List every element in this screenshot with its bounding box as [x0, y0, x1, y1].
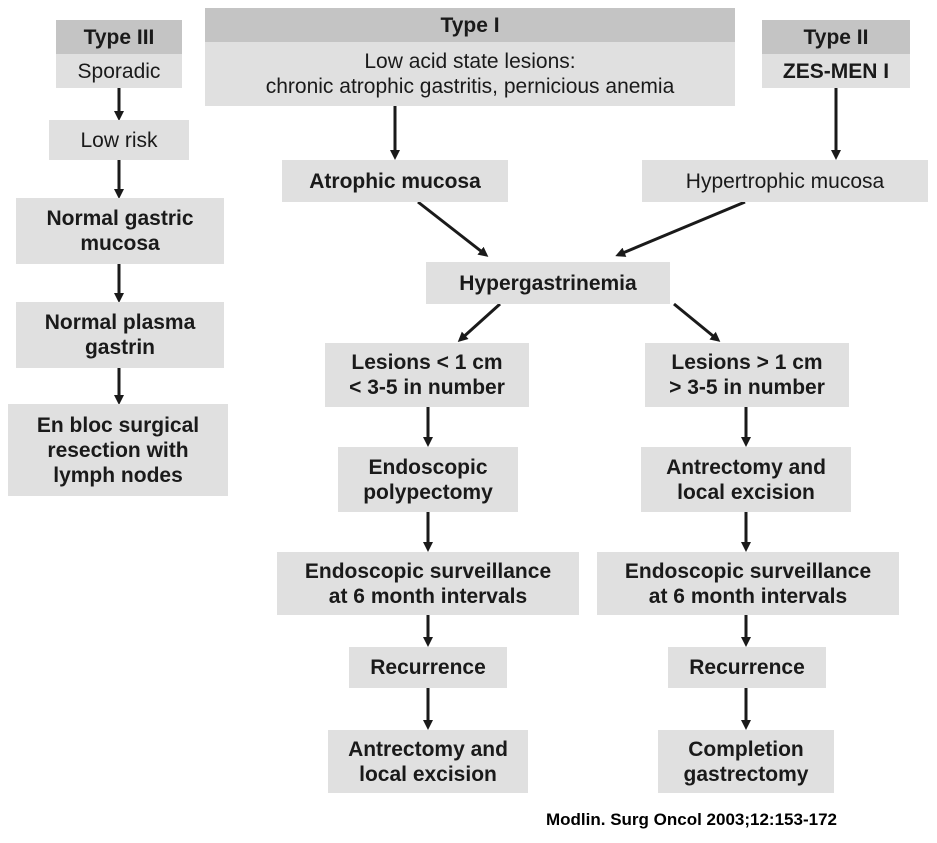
right-final-box: Completion gastrectomy [658, 730, 834, 793]
right-recurrence-box: Recurrence [668, 647, 826, 688]
en-bloc-line2: resection with [47, 438, 189, 462]
type1-description-box: Low acid state lesions: chronic atrophic… [205, 42, 735, 106]
right-recurrence-label: Recurrence [689, 656, 805, 679]
left-recurrence-box: Recurrence [349, 647, 507, 688]
low-risk-label: Low risk [80, 128, 158, 152]
type1-subtitle-line2: chronic atrophic gastritis, pernicious a… [265, 75, 675, 98]
right-antrectomy-line1: Antrectomy and [666, 455, 826, 479]
polypectomy-box: Endoscopic polypectomy [338, 447, 518, 512]
hypertrophic-mucosa-box: Hypertrophic mucosa [642, 160, 928, 202]
type3-subtitle: Sporadic [77, 59, 161, 83]
atrophic-mucosa-box: Atrophic mucosa [282, 160, 508, 202]
normal-plasma-gastrin-line2: gastrin [84, 336, 155, 359]
arrow-atrophic-to-hypergastrinemia [417, 200, 489, 257]
right-surveillance-box: Endoscopic surveillance at 6 month inter… [597, 552, 899, 615]
normal-gastric-mucosa-box: Normal gastric mucosa [16, 198, 224, 264]
type2-header: Type II [762, 20, 910, 54]
right-final-line1: Completion [688, 737, 804, 761]
type3-title: Type III [83, 25, 155, 49]
arrow-hypertrophic-to-hypergastrinemia [615, 200, 746, 257]
lesions-small-box: Lesions < 1 cm < 3-5 in number [325, 343, 529, 407]
lesions-small-line2: < 3-5 in number [349, 376, 505, 399]
type3-sporadic-box: Sporadic [56, 54, 182, 88]
left-recurrence-label: Recurrence [370, 656, 486, 679]
left-surveillance-line1: Endoscopic surveillance [304, 559, 552, 583]
left-final-box: Antrectomy and local excision [328, 730, 528, 793]
type2-zes-box: ZES-MEN I [762, 54, 910, 88]
arrow-hyper-to-lesions-small [457, 302, 502, 343]
normal-gastric-mucosa-line1: Normal gastric [46, 207, 194, 230]
normal-gastric-mucosa-line2: mucosa [80, 232, 160, 255]
hypergastrinemia-box: Hypergastrinemia [426, 262, 670, 304]
type1-title: Type I [440, 13, 500, 37]
left-surveillance-line2: at 6 month intervals [328, 584, 528, 608]
lesions-small-line1: Lesions < 1 cm [351, 351, 503, 374]
hypertrophic-mucosa-label: Hypertrophic mucosa [685, 169, 885, 193]
type3-header: Type III [56, 20, 182, 54]
left-final-line1: Antrectomy and [348, 737, 508, 761]
arrow-hyper-to-lesions-large [673, 302, 721, 342]
hypergastrinemia-label: Hypergastrinemia [459, 271, 637, 295]
en-bloc-line1: En bloc surgical [36, 413, 200, 437]
type1-header: Type I [205, 8, 735, 42]
type1-subtitle-line1: Low acid state lesions: [364, 50, 576, 73]
normal-plasma-gastrin-line1: Normal plasma [44, 311, 196, 334]
right-final-line2: gastrectomy [683, 762, 809, 786]
type2-title: Type II [803, 25, 869, 49]
lesions-large-line1: Lesions > 1 cm [671, 351, 823, 374]
left-surveillance-box: Endoscopic surveillance at 6 month inter… [277, 552, 579, 615]
en-bloc-resection-box: En bloc surgical resection with lymph no… [8, 404, 228, 496]
en-bloc-line3: lymph nodes [53, 463, 183, 487]
type2-subtitle: ZES-MEN I [782, 59, 890, 83]
right-surveillance-line2: at 6 month intervals [648, 584, 848, 608]
polypectomy-line2: polypectomy [363, 480, 493, 504]
lesions-large-box: Lesions > 1 cm > 3-5 in number [645, 343, 849, 407]
lesions-large-line2: > 3-5 in number [669, 376, 825, 399]
normal-plasma-gastrin-box: Normal plasma gastrin [16, 302, 224, 368]
right-antrectomy-box: Antrectomy and local excision [641, 447, 851, 512]
atrophic-mucosa-label: Atrophic mucosa [309, 169, 481, 193]
low-risk-box: Low risk [49, 120, 189, 160]
left-final-line2: local excision [359, 762, 497, 786]
polypectomy-line1: Endoscopic [368, 455, 488, 479]
right-surveillance-line1: Endoscopic surveillance [624, 559, 872, 583]
right-antrectomy-line2: local excision [677, 480, 815, 504]
citation: Modlin. Surg Oncol 2003;12:153-172 [546, 810, 837, 829]
